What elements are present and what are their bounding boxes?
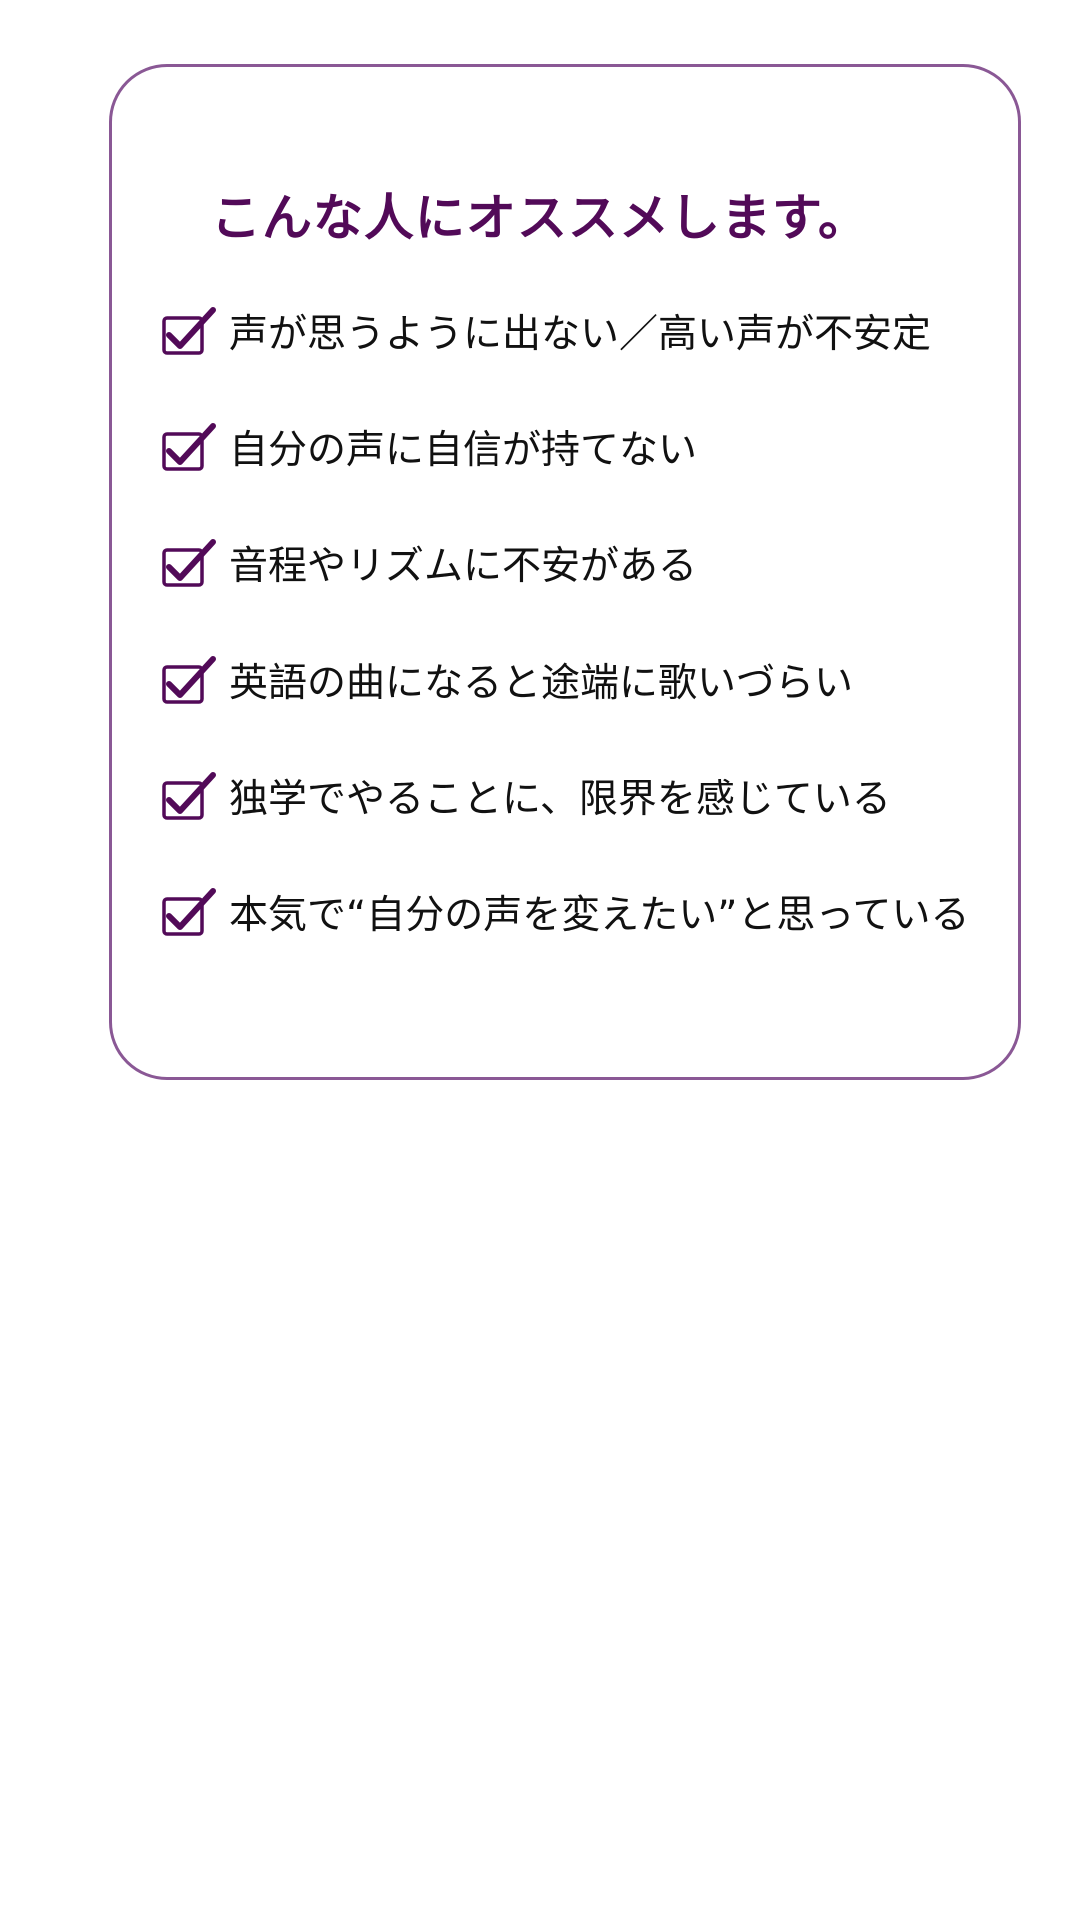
- checked-box-icon: [162, 772, 216, 820]
- checked-box-icon: [162, 656, 216, 704]
- checklist-item-label: 本気で“自分の声を変えたい”と思っている: [229, 893, 970, 938]
- checked-box-icon: [162, 423, 216, 471]
- checklist-item: 自分の声に自信が持てない: [161, 419, 697, 475]
- checklist-item: 音程やリズムに不安がある: [161, 535, 697, 591]
- checklist-item-label: 音程やリズムに不安がある: [229, 544, 698, 589]
- checklist-item: 声が思うように出ない／高い声が不安定: [161, 303, 931, 359]
- checklist-item: 独学でやることに、限界を感じている: [161, 768, 891, 824]
- checklist-item-label: 英語の曲になると途端に歌いづらい: [229, 661, 854, 706]
- recommendation-card: [109, 64, 1021, 1080]
- checked-box-icon: [162, 307, 216, 355]
- checklist-item-label: 独学でやることに、限界を感じている: [229, 777, 891, 822]
- checked-box-icon: [162, 888, 216, 936]
- checklist-item: 英語の曲になると途端に歌いづらい: [161, 652, 853, 708]
- checklist-item-label: 声が思うように出ない／高い声が不安定: [229, 312, 932, 357]
- checklist-item: 本気で“自分の声を変えたい”と思っている: [161, 884, 969, 940]
- checked-box-icon: [162, 539, 216, 587]
- checklist-item-label: 自分の声に自信が持てない: [229, 428, 698, 473]
- card-title: こんな人にオススメします。: [211, 189, 869, 247]
